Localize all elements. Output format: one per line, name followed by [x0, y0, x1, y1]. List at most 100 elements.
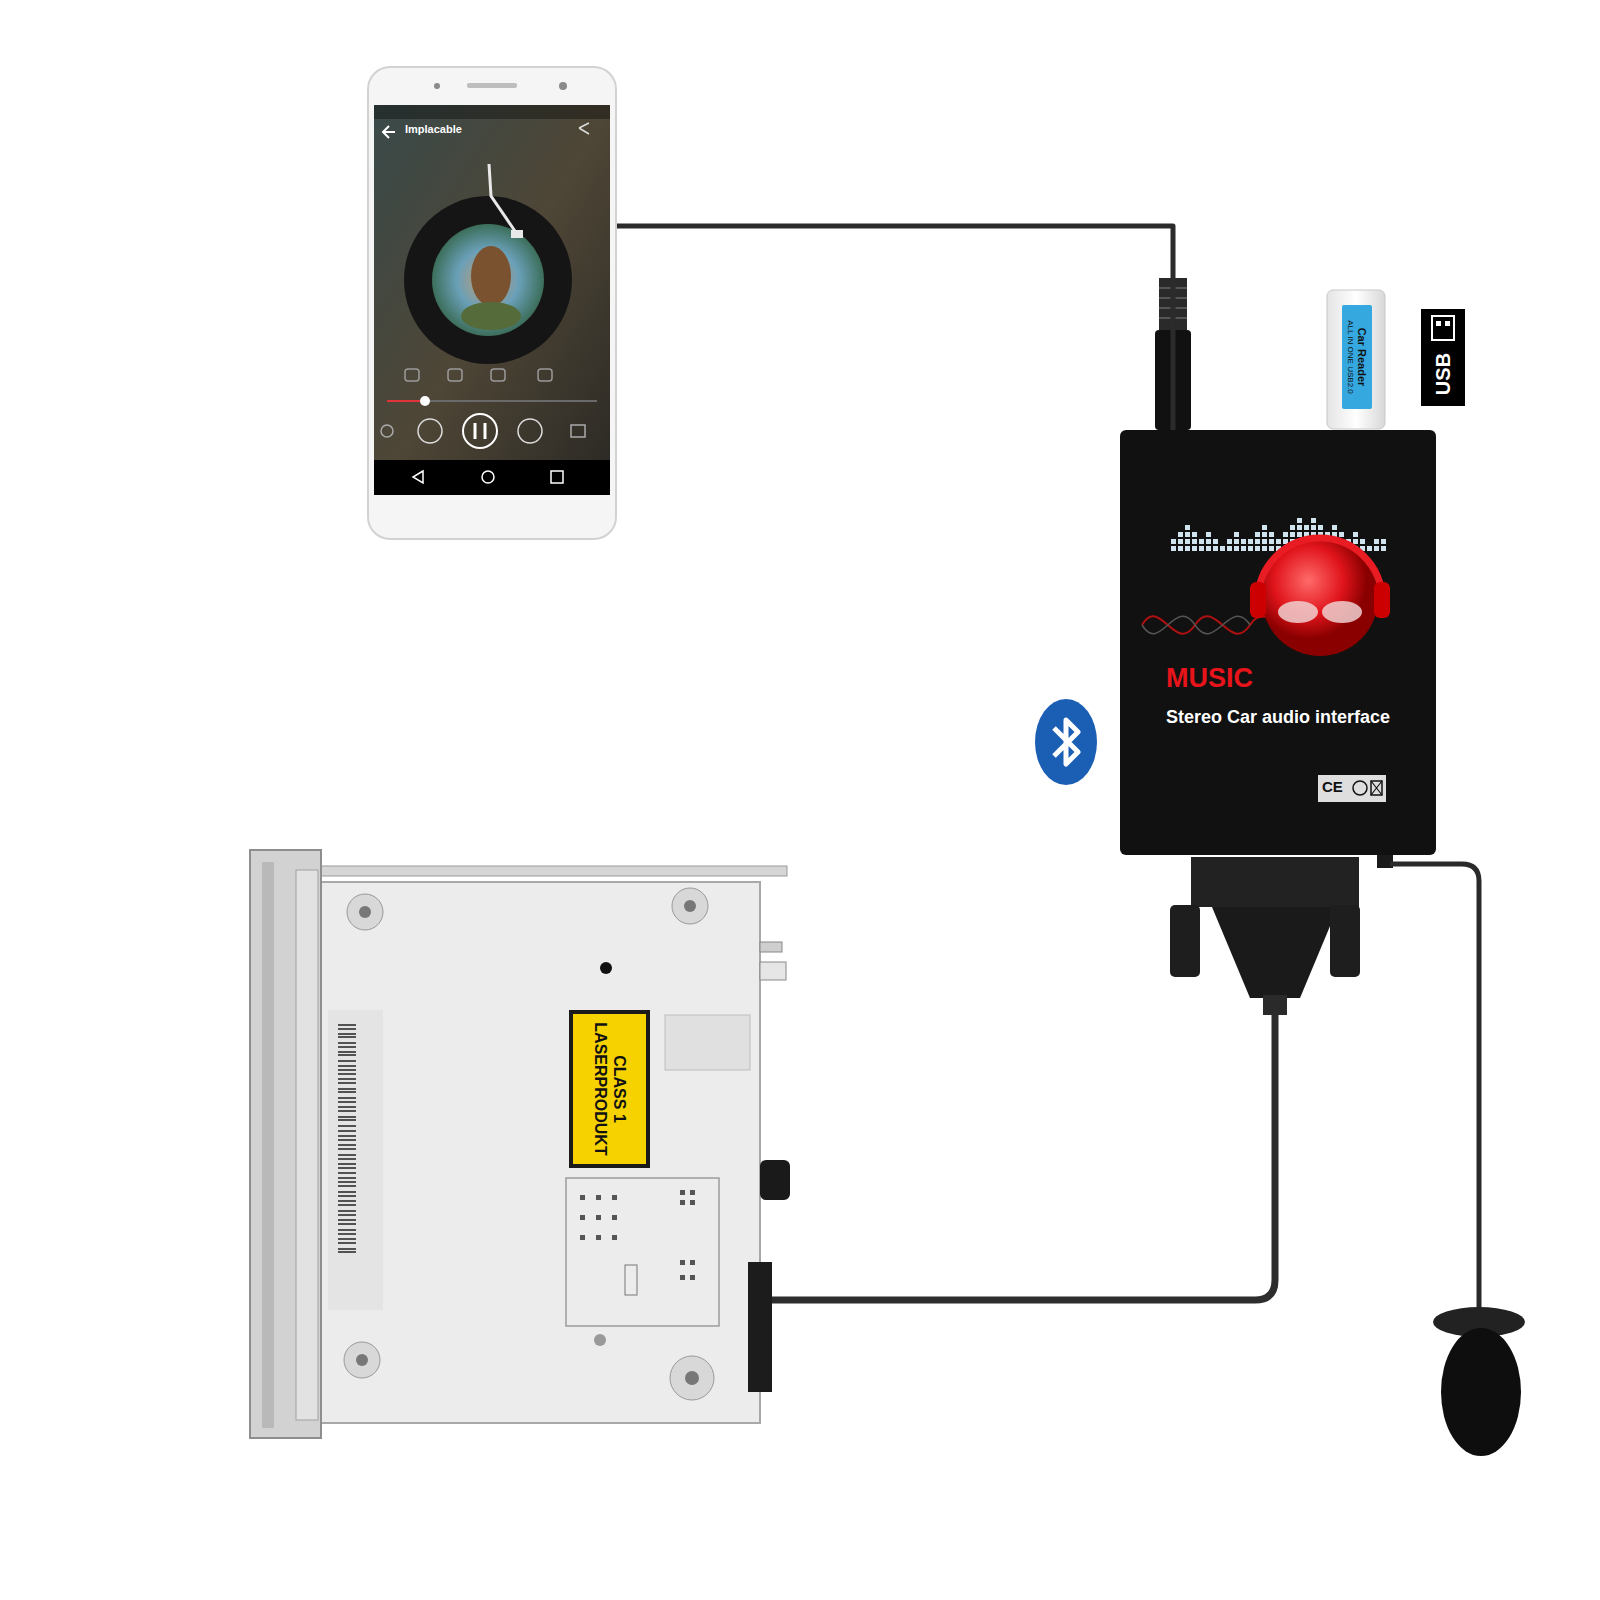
product-name: Stereo Car audio interface	[1120, 707, 1436, 729]
screw	[356, 1354, 368, 1366]
barcode-sticker	[328, 1010, 383, 1310]
text-wrap: Car ReaderALL IN ONE USB2.0	[1346, 305, 1369, 409]
hole	[600, 962, 612, 974]
reader-body	[1327, 290, 1385, 429]
song-title: Implacable	[405, 123, 462, 136]
progress-track	[387, 400, 597, 402]
repeat-button	[381, 425, 393, 437]
usb-badge: USB	[1421, 309, 1465, 406]
db-connector	[772, 857, 1360, 1300]
back-arrow	[383, 126, 395, 138]
pinout-marks	[580, 1190, 695, 1295]
mic-foam	[1441, 1328, 1521, 1456]
barcode	[338, 1025, 356, 1252]
radio-flange	[321, 866, 787, 876]
nav-recent	[551, 471, 563, 483]
screw-mount	[670, 1356, 714, 1400]
bluetooth-badge	[1035, 699, 1097, 785]
card-reader-art	[1326, 289, 1386, 430]
screw-mount	[347, 894, 383, 930]
screw-mount	[672, 888, 708, 924]
bezel-inner	[296, 870, 318, 1420]
radio-bezel	[250, 850, 321, 1438]
headphone-cup	[1250, 582, 1266, 618]
brand-text: MUSIC	[1166, 662, 1253, 694]
strain-relief	[1263, 995, 1287, 1015]
card-reader: Car ReaderALL IN ONE USB2.0	[1326, 289, 1386, 430]
smartphone-art	[367, 66, 617, 540]
mic-cable	[1390, 864, 1479, 1316]
connector-hood	[1212, 907, 1338, 998]
text-wrap: CLASS 1 LASERPRODUKT	[591, 1019, 629, 1159]
nav-bar	[374, 460, 610, 495]
connector-shell	[1191, 857, 1359, 907]
headphone-cup	[1374, 582, 1390, 618]
record-disc	[404, 196, 572, 364]
headphone-band	[1258, 538, 1382, 600]
pinout-diagram	[566, 1178, 719, 1326]
usb-pin	[1436, 321, 1441, 326]
bluetooth-icon	[1035, 699, 1097, 785]
bluetooth-rune	[1054, 720, 1078, 764]
usb-text: USB	[1431, 344, 1455, 404]
audio-interface-box: MUSIC Stereo Car audio interface	[1120, 430, 1436, 855]
player-icon	[491, 369, 505, 381]
album-art	[432, 224, 544, 336]
nav-back	[413, 471, 423, 483]
connector-screw	[1330, 905, 1360, 977]
tonearm-head	[511, 230, 523, 238]
warranty-seal	[665, 1015, 750, 1070]
phone-body	[368, 67, 616, 539]
usb-plug-symbol	[1432, 316, 1454, 340]
sound-wave	[1142, 616, 1250, 633]
radio-housing	[321, 882, 760, 1423]
tonearm	[489, 164, 517, 234]
audio-cable	[617, 226, 1173, 430]
ce-mark: CE	[1322, 779, 1343, 796]
goggle	[1278, 601, 1318, 623]
cert-symbol	[1353, 781, 1367, 795]
next-button	[518, 419, 542, 443]
bin-cross	[1371, 781, 1382, 795]
pause-button	[463, 414, 497, 448]
screw	[684, 900, 696, 912]
bin-symbol	[1371, 781, 1382, 795]
radio-cable	[772, 1010, 1275, 1300]
audio-interface-box-art	[1120, 430, 1436, 855]
reader-label	[1342, 305, 1372, 409]
radio-knob	[760, 1160, 790, 1200]
car-radio	[250, 850, 790, 1438]
antenna-socket	[760, 962, 786, 980]
nav-home	[482, 471, 494, 483]
laser-warning-label: CLASS 1 LASERPRODUKT	[569, 1010, 650, 1168]
pause-bars	[475, 423, 485, 439]
connector-screw	[1170, 905, 1200, 977]
prev-button	[418, 419, 442, 443]
earpiece	[467, 83, 517, 88]
goggle	[1322, 601, 1362, 623]
laser-class-text: CLASS 1 LASERPRODUKT	[591, 1019, 629, 1159]
player-icon	[405, 369, 419, 381]
album-figure	[471, 246, 511, 306]
album-figure	[461, 302, 521, 330]
status-bar	[374, 105, 610, 119]
share-icon	[579, 123, 589, 134]
player-icon	[538, 369, 552, 381]
sensor	[434, 83, 440, 89]
bezel-edge	[262, 862, 274, 1428]
front-camera	[559, 82, 567, 90]
usb-pin	[1445, 321, 1450, 326]
screw	[359, 906, 371, 918]
progress-knob	[420, 396, 430, 406]
list-button	[571, 425, 585, 437]
antenna-socket	[760, 942, 782, 952]
screw	[685, 1371, 699, 1385]
reader-spec: ALL IN ONE USB2.0	[1346, 305, 1356, 409]
reader-name: Car Reader	[1355, 305, 1368, 409]
microphone	[1377, 838, 1525, 1456]
smartphone: Implacable	[367, 66, 617, 540]
hole	[594, 1334, 606, 1346]
text-wrap: USB	[1431, 344, 1455, 404]
progress-done	[387, 400, 425, 402]
